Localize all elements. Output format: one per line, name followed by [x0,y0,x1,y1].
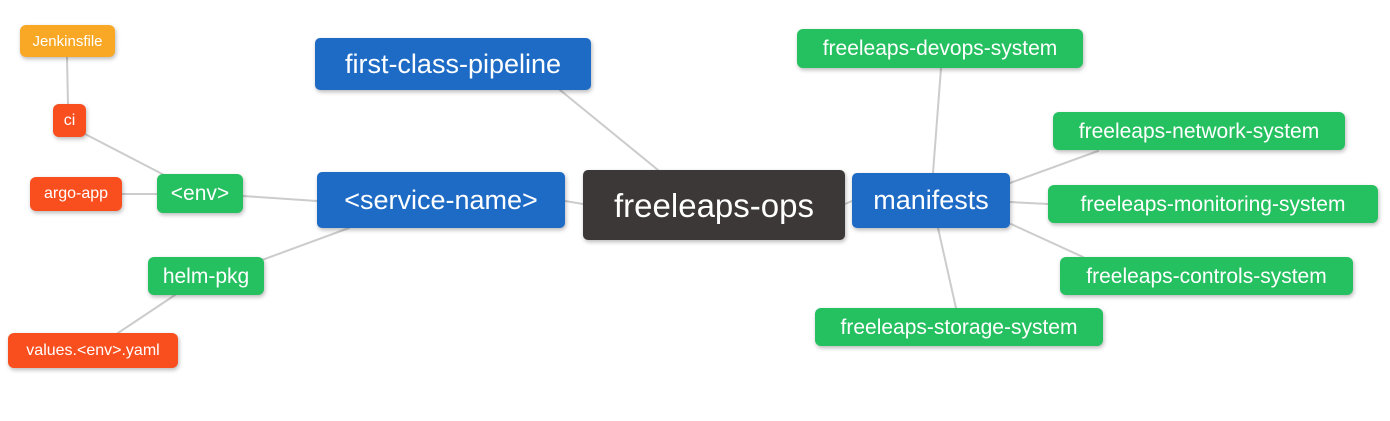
node-ci[interactable]: ci [53,104,86,137]
node-freeleaps-storage-system[interactable]: freeleaps-storage-system [815,308,1103,346]
node-freeleaps-monitoring-system[interactable]: freeleaps-monitoring-system [1048,185,1378,223]
edge-manifests-monitoring [1009,201,1049,205]
node-service-name[interactable]: <service-name> [317,172,565,228]
edge-manifests-devops [932,67,942,174]
node-freeleaps-ops-root[interactable]: freeleaps-ops [583,170,845,240]
node-freeleaps-devops-system[interactable]: freeleaps-devops-system [797,29,1083,68]
edge-pipeline-root [559,89,659,171]
node-manifests[interactable]: manifests [852,173,1010,228]
node-freeleaps-network-system[interactable]: freeleaps-network-system [1053,112,1345,150]
edge-ci-env [84,133,169,178]
node-freeleaps-controls-system[interactable]: freeleaps-controls-system [1060,257,1353,295]
node-jenkinsfile[interactable]: Jenkinsfile [20,25,115,57]
node-first-class-pipeline[interactable]: first-class-pipeline [315,38,591,90]
edge-service-name-root [564,200,584,205]
edge-manifests-network [1009,150,1099,184]
node-values-env-yaml[interactable]: values.<env>.yaml [8,333,178,368]
edge-jenkinsfile-ci [66,56,69,105]
edge-helm-pkg-values-yaml [117,294,176,334]
edge-manifests-storage [937,227,957,309]
node-env[interactable]: <env> [157,174,243,213]
node-helm-pkg[interactable]: helm-pkg [148,257,264,295]
edge-root-manifests [844,200,853,205]
edge-service-name-helm-pkg [261,227,350,261]
node-argo-app[interactable]: argo-app [30,177,122,211]
edge-manifests-controls [1010,223,1084,258]
edge-env-service-name [242,195,318,202]
